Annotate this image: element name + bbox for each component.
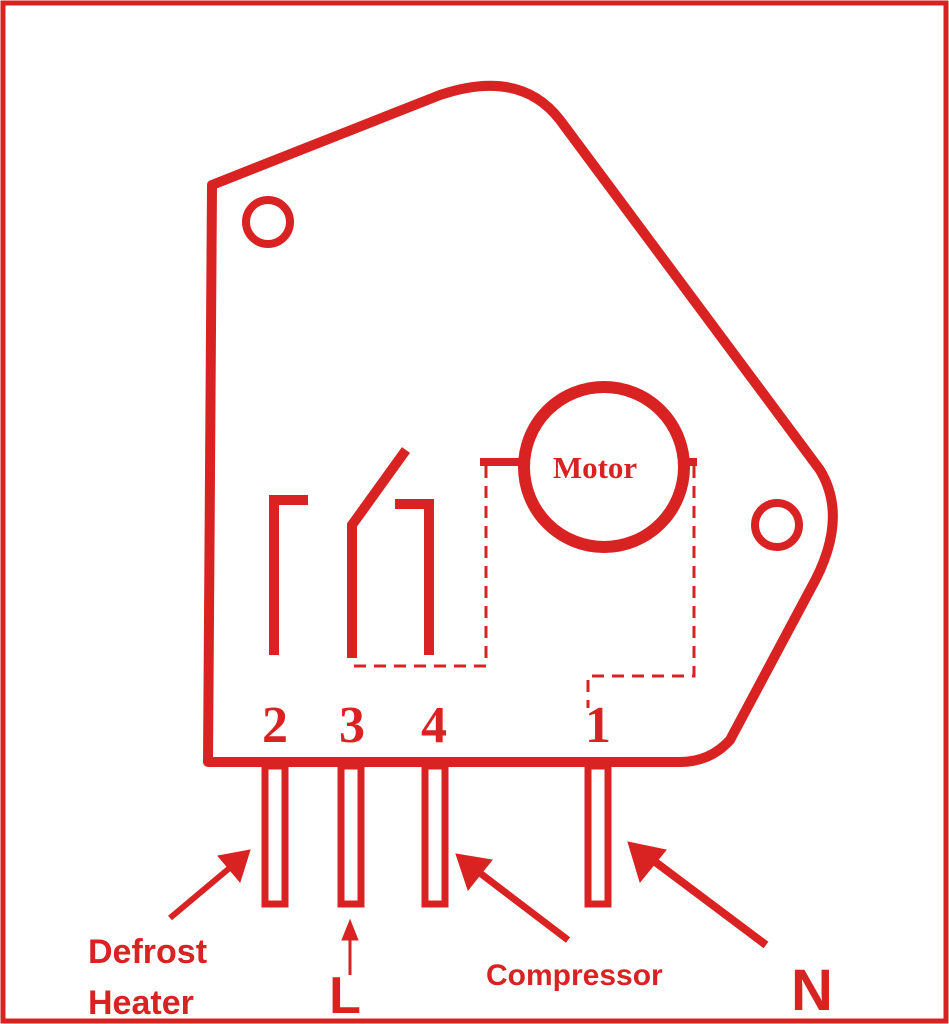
contact-terminal-4 <box>395 499 434 655</box>
pin-terminal-3 <box>337 762 365 908</box>
contact-terminal-2 <box>269 495 308 655</box>
label-neutral: N <box>791 958 833 1023</box>
arrow-neutral <box>647 854 769 949</box>
contact-terminal-3 <box>347 447 411 658</box>
mounting-hole-top-left <box>242 196 294 248</box>
motor-symbol <box>518 381 690 553</box>
terminal-pins <box>261 762 612 908</box>
terminal-number-2: 2 <box>262 697 288 754</box>
pin-terminal-4 <box>421 762 449 908</box>
pin-terminal-1 <box>584 762 612 908</box>
terminal-number-4: 4 <box>421 697 447 754</box>
arrow-defrost-heater <box>168 863 234 921</box>
mounting-hole-right <box>751 499 803 551</box>
label-defrost-line1: Defrost <box>88 933 207 971</box>
switch-contacts <box>269 447 434 658</box>
terminal-number-3: 3 <box>339 697 365 754</box>
arrows <box>168 841 769 975</box>
motor-label: Motor <box>553 450 638 485</box>
dashed-wiring <box>352 466 696 708</box>
pin-terminal-2 <box>261 762 289 908</box>
timer-housing <box>203 80 838 767</box>
label-line: L <box>329 967 361 1024</box>
label-compressor: Compressor <box>486 959 663 992</box>
label-defrost-line2: Heater <box>88 984 194 1022</box>
terminal-number-1: 1 <box>585 697 611 754</box>
arrow-compressor <box>473 867 571 943</box>
